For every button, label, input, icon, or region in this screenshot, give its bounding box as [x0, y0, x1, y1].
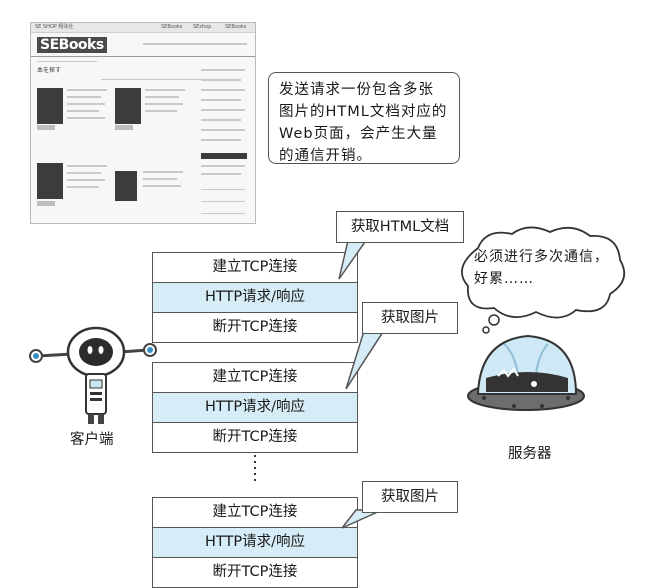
thumbnail-top-right-2: SEshop: [193, 24, 212, 30]
text-line: [143, 178, 177, 180]
row-connect: 建立TCP连接: [153, 363, 357, 393]
side-line: [201, 119, 241, 121]
book-cover: [37, 163, 63, 199]
side-line: [201, 99, 241, 101]
text-line: [67, 96, 101, 98]
side-line: [201, 189, 245, 190]
side-line: [201, 89, 245, 91]
side-line: [201, 79, 241, 81]
book-button: [37, 201, 55, 206]
thumbnail-top-right-3: SEBooks: [225, 24, 247, 30]
side-line: [201, 69, 245, 71]
text-line: [143, 185, 181, 187]
row-http: HTTP请求/响应: [153, 283, 357, 313]
row-disconnect: 断开TCP连接: [212, 429, 298, 445]
callout-get-image-2: 获取图片: [362, 481, 458, 513]
text-line: [145, 103, 183, 105]
server-dome-icon: [467, 334, 585, 411]
server-thought-text: 必须进行多次通信，好累……: [474, 249, 609, 287]
thumbnail-top-left: SE SHOP 翔泳社: [35, 24, 74, 30]
book-cover: [115, 88, 141, 124]
thumbnail-topbar: SE SHOP 翔泳社 SEBooks SEshop SEBooks: [31, 23, 255, 33]
text-line: [67, 165, 107, 167]
ellipsis-dots: [254, 455, 256, 485]
row-connect: 建立TCP连接: [153, 253, 357, 283]
text-line: [67, 179, 105, 181]
connection-block-2: 建立TCP连接 HTTP请求/响应 断开TCP连接: [152, 362, 358, 453]
side-line: [201, 139, 241, 141]
thumbnail-nav: [143, 43, 247, 45]
side-banner: [201, 153, 247, 159]
client-label: 客户端: [70, 432, 114, 448]
text-line: [67, 186, 99, 188]
side-line: [201, 173, 241, 175]
row-http: HTTP请求/响应: [153, 528, 357, 558]
text-line: [67, 103, 105, 105]
thumbnail-top-right-1: SEBooks: [161, 24, 183, 30]
connection-block-1: 建立TCP连接 HTTP请求/响应 断开TCP连接: [152, 252, 358, 343]
text-line: [67, 172, 101, 174]
webpage-thumbnail: SE SHOP 翔泳社 SEBooks SEshop SEBooks SEBoo…: [30, 22, 256, 224]
text-line: [145, 110, 177, 112]
thumbnail-pager: [101, 79, 201, 80]
row-connect: 建立TCP连接: [153, 498, 357, 528]
text-line: [67, 110, 99, 112]
book-cover: [37, 88, 63, 124]
book-button: [37, 125, 55, 130]
side-line: [201, 165, 245, 167]
side-line: [201, 201, 245, 202]
text-line: [145, 96, 179, 98]
text-line: [67, 89, 107, 91]
thumbnail-divider: [31, 56, 255, 57]
side-line: [201, 213, 245, 214]
thumbnail-logo: SEBooks: [37, 37, 107, 53]
client-robot-icon: [29, 326, 157, 424]
text-line: [143, 171, 183, 173]
text-line: [67, 117, 105, 119]
row-disconnect: 断开TCP连接: [212, 564, 298, 580]
server-label: 服务器: [508, 446, 552, 462]
note-box: 发送请求一份包含多张图片的HTML文档对应的Web页面，会产生大量的通信开销。: [268, 72, 460, 164]
text-line: [145, 89, 185, 91]
row-http: HTTP请求/响应: [153, 393, 357, 423]
thumbnail-breadcrumb: [37, 61, 97, 62]
callout-get-html: 获取HTML文档: [336, 211, 464, 243]
thought-bubble: [461, 226, 626, 334]
thumbnail-heading: 本を探す: [37, 67, 62, 74]
row-disconnect: 断开TCP连接: [212, 319, 298, 335]
book-cover: [115, 171, 137, 201]
side-line: [201, 129, 245, 131]
side-line: [201, 109, 245, 111]
book-button: [115, 125, 133, 130]
connection-block-3: 建立TCP连接 HTTP请求/响应 断开TCP连接: [152, 497, 358, 588]
callout-get-image-1: 获取图片: [362, 302, 458, 334]
